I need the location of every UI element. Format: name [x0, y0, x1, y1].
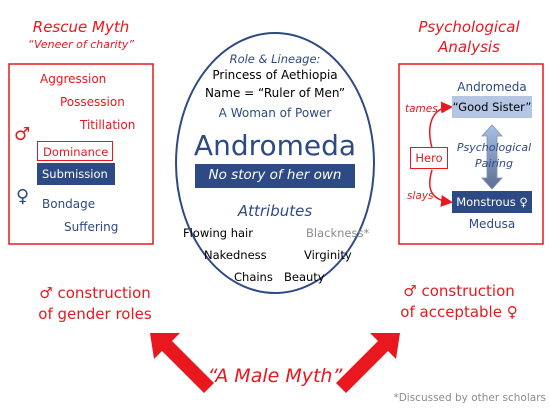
left-panel-frame: [8, 63, 154, 245]
tames-arrow: [429, 101, 453, 149]
good-sister-box: “Good Sister”: [452, 96, 532, 118]
rescue-myth-heading: Rescue Myth: [32, 18, 130, 36]
footnote: *Discussed by other scholars: [393, 392, 546, 404]
pairing-label-line1: Psychological: [456, 141, 532, 154]
slays-label: slays: [407, 190, 434, 202]
dominance-label: Dominance: [43, 145, 109, 159]
hero-label: Hero: [415, 151, 443, 165]
right-panel-frame: [398, 63, 544, 245]
hero-box: Hero: [410, 147, 448, 169]
dominance-box: Dominance: [37, 141, 113, 161]
pairing-label-line2: Pairing: [475, 157, 513, 170]
attribute-flowing-hair: Flowing hair: [183, 226, 253, 240]
psychological-heading-line1: Psychological: [418, 18, 520, 36]
male-symbol: ♂: [14, 124, 31, 145]
left-item-aggression: Aggression: [40, 72, 107, 86]
right-conclusion-line2: of acceptable ♀: [400, 303, 518, 321]
medusa-label: Medusa: [468, 217, 516, 231]
pairing-double-arrow: [481, 124, 503, 190]
submission-label: Submission: [42, 167, 108, 181]
good-sister-label: “Good Sister”: [452, 100, 532, 114]
lineage-woman-of-power: A Woman of Power: [218, 106, 332, 120]
attribute-virginity: Virginity: [304, 248, 352, 262]
submission-box: Submission: [37, 163, 115, 185]
female-symbol: ♀: [16, 186, 30, 207]
attribute-chains: Chains: [234, 270, 273, 284]
role-lineage-heading: Role & Lineage:: [229, 52, 321, 66]
attribute-blackness: Blackness*: [306, 226, 370, 240]
attribute-nakedness: Nakedness: [204, 248, 267, 262]
monstrous-box: Monstrous ♀: [452, 191, 532, 213]
attributes-heading: Attributes: [237, 202, 313, 220]
right-big-arrow: [336, 333, 400, 393]
right-conclusion-line1: ♂ construction: [403, 282, 515, 300]
left-conclusion-line1: ♂ construction: [39, 284, 151, 302]
male-myth-label: “A Male Myth”: [207, 365, 343, 387]
attribute-beauty: Beauty: [284, 270, 325, 284]
lineage-princess: Princess of Aethiopia: [212, 68, 338, 82]
left-item-suffering: Suffering: [64, 220, 119, 234]
left-item-titillation: Titillation: [80, 118, 136, 132]
left-item-bondage: Bondage: [42, 197, 96, 211]
no-story-banner: No story of her own: [195, 164, 355, 188]
monstrous-label: Monstrous ♀: [456, 195, 528, 209]
andromeda-title: Andromeda: [193, 129, 357, 162]
lineage-name-meaning: Name = “Ruler of Men”: [204, 86, 346, 100]
center-ellipse: [175, 32, 375, 294]
no-story-banner-label: No story of her own: [208, 167, 342, 183]
rescue-myth-subheading: “Veneer of charity”: [27, 38, 135, 51]
slays-arrow: [429, 169, 453, 207]
left-item-possession: Possession: [60, 95, 125, 109]
left-big-arrow: [150, 333, 214, 393]
tames-label: tames: [405, 103, 438, 115]
andromeda-label: Andromeda: [457, 80, 527, 94]
psychological-heading-line2: Analysis: [438, 38, 500, 56]
left-conclusion-line2: of gender roles: [38, 305, 152, 323]
